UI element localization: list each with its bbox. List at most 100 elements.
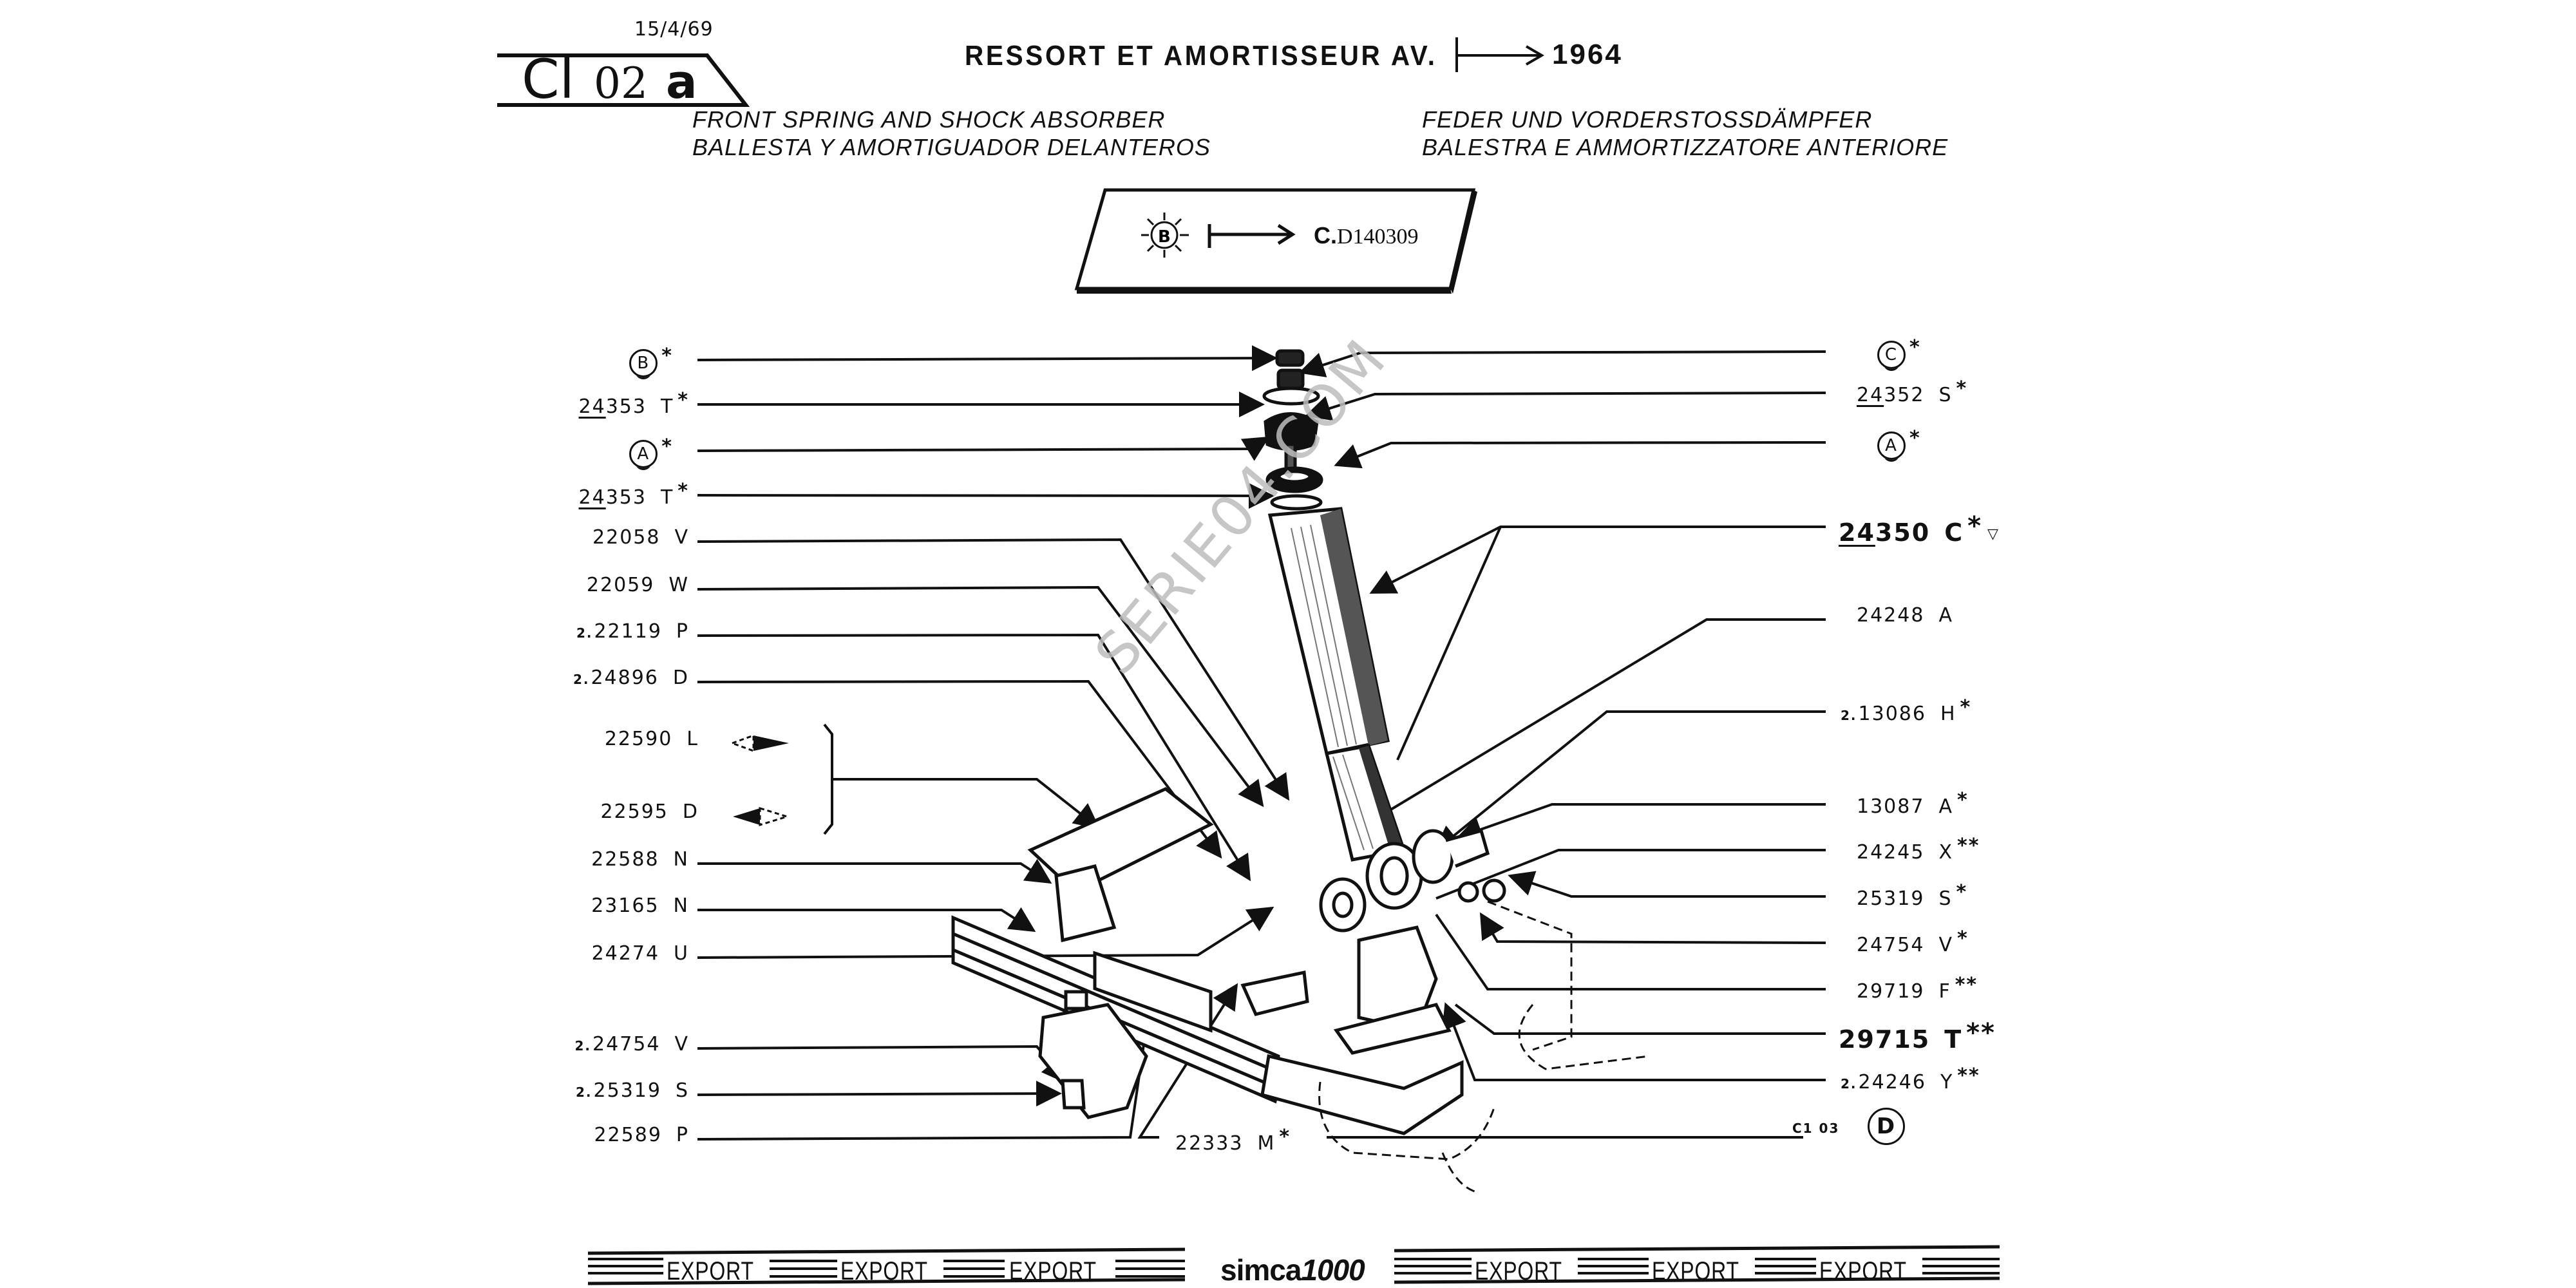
hub-outline-dashed (1318, 900, 1649, 1193)
part-footnote-mark: * (1956, 789, 1969, 811)
part-number: 23165 (591, 895, 659, 917)
right-hand-arrow-icon (733, 806, 791, 827)
part-variant: Y (1940, 1071, 1954, 1094)
stamp-box (1074, 188, 1477, 294)
part-variant: D (672, 667, 689, 689)
subtitle-german: FEDER UND VORDERSTOSSDÄMPFER (1422, 106, 1873, 133)
stamp-serial: C.D140309 (1314, 222, 1419, 249)
part-footnote-mark: * (677, 480, 689, 502)
left-hand-arrow-icon (729, 734, 789, 753)
page-code-prefix: Cl (522, 48, 574, 111)
part-number: 22058 (592, 526, 661, 549)
cross-reference-code[interactable]: C1 03 (1792, 1121, 1840, 1136)
part-number: 22059 (586, 574, 655, 596)
triangle-t-icon: ▽ (1987, 526, 2000, 542)
circle-a-icon: A (1877, 431, 1906, 460)
part-label[interactable]: B* (629, 345, 673, 377)
subtitle-italian: BALESTRA E AMMORTIZZATORE ANTERIORE (1422, 134, 1949, 160)
part-variant: T (1944, 1025, 1963, 1054)
circle-d-icon: D (1868, 1108, 1905, 1145)
part-number: 22333 (1175, 1132, 1244, 1155)
part-number: 24245 (1857, 841, 1925, 864)
part-number: 24248 (1857, 604, 1925, 627)
part-variant: L (687, 728, 699, 750)
part-footnote-mark: * (1909, 336, 1921, 359)
cross-reference-circle[interactable]: D (1868, 1108, 1905, 1145)
shock-absorber (1262, 349, 1490, 933)
part-number-underlined: 24 (578, 486, 606, 509)
part-number: 25319 (1857, 887, 1925, 910)
part-number: 22595 (600, 800, 668, 823)
part-variant: T (660, 486, 674, 509)
left-leader-lines (697, 345, 1290, 1141)
quantity-prefix: 2. (573, 672, 590, 687)
part-footnote-mark: ** (1957, 1065, 1980, 1087)
part-number: 22119 (594, 620, 662, 643)
footer-export-label: EXPORT (1819, 1257, 1907, 1285)
page-code-number: 02 (594, 59, 648, 108)
quantity-prefix: 2. (576, 625, 593, 641)
title-year: 1964 (1552, 39, 1623, 70)
part-variant: P (676, 620, 689, 643)
part-footnote-mark: ** (1955, 974, 1978, 996)
part-variant: S (1938, 887, 1953, 910)
part-number: 24274 (591, 942, 660, 965)
part-number-rest: 353 (605, 395, 647, 418)
part-label[interactable]: A* (629, 435, 673, 468)
spring-and-brackets (951, 787, 1506, 1135)
part-variant: H (1940, 703, 1956, 725)
quantity-prefix: 2. (574, 1038, 592, 1054)
part-variant: U (674, 942, 689, 965)
part-number: 29719 (1857, 980, 1925, 1003)
part-label[interactable]: C* (1877, 336, 1921, 369)
stamp-serial-prefix: C. (1314, 222, 1337, 249)
part-number-rest: 350 (1875, 518, 1931, 547)
right-leader-lines (1298, 350, 1826, 1139)
brand-name: simca (1220, 1253, 1302, 1287)
circle-c-icon: C (1877, 341, 1906, 369)
footer-export-label: EXPORT (1475, 1257, 1562, 1285)
part-label[interactable]: A* (1877, 427, 1921, 460)
page-code: Cl 02 a (522, 50, 697, 113)
part-footnote-mark: * (1956, 927, 1969, 950)
part-variant: M (1257, 1132, 1276, 1155)
part-label[interactable]: 22058 V (592, 526, 689, 549)
part-footnote-mark: * (1967, 511, 1983, 541)
part-variant: V (674, 1033, 689, 1056)
circle-a-icon: A (629, 440, 658, 468)
part-variant: V (1938, 934, 1953, 956)
part-label[interactable]: 2.22119 P (576, 620, 689, 643)
brand-model: 1000 (1301, 1253, 1365, 1287)
part-variant: C (1944, 518, 1964, 547)
quantity-prefix: 2. (1841, 1076, 1857, 1092)
page-code-frame (497, 53, 750, 107)
part-variant: V (674, 526, 689, 549)
sunburst-circle-icon (1141, 213, 1189, 258)
page-code-suffix: a (665, 55, 697, 109)
subtitle-english: FRONT SPRING AND SHOCK ABSORBER (692, 106, 1166, 133)
part-label[interactable]: 24274 U (592, 942, 689, 965)
